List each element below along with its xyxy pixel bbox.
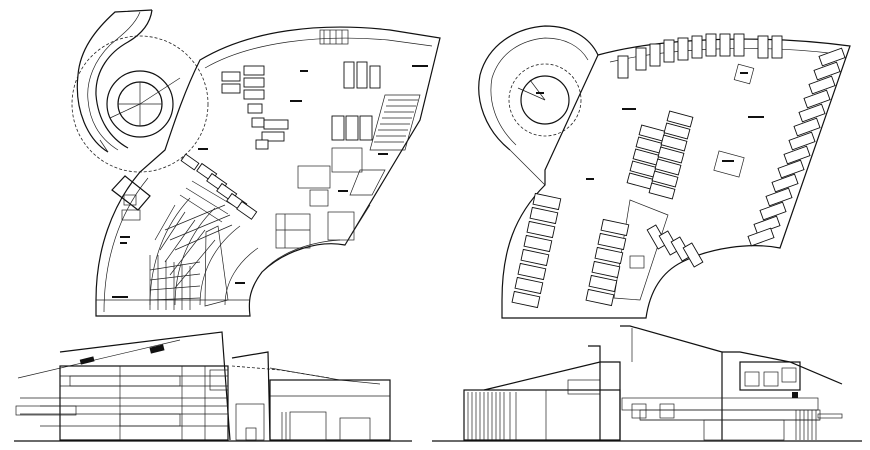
- entry-block: [111, 175, 151, 221]
- rear-elevation: [432, 325, 862, 442]
- interior-rooms: [204, 147, 363, 307]
- stair-blocks: [319, 29, 421, 196]
- parking-cores: [629, 63, 755, 269]
- parking-floor-plan: [478, 25, 851, 319]
- front-elevation: [14, 331, 412, 442]
- parking-outline: [501, 38, 851, 319]
- rear-vertical-cladding: [467, 392, 517, 440]
- spiral-ramp: [71, 9, 209, 173]
- rear-right-cladding: [795, 410, 817, 440]
- ground-floor-plan: [71, 9, 441, 317]
- parking-ramp: [478, 25, 599, 151]
- furniture-blocks: [180, 61, 381, 220]
- building-outline: [95, 26, 441, 317]
- auditorium-seating: [149, 180, 235, 310]
- parking-bays: [511, 33, 846, 309]
- parking-label-marks: [536, 72, 764, 180]
- room-label-marks: [112, 65, 428, 298]
